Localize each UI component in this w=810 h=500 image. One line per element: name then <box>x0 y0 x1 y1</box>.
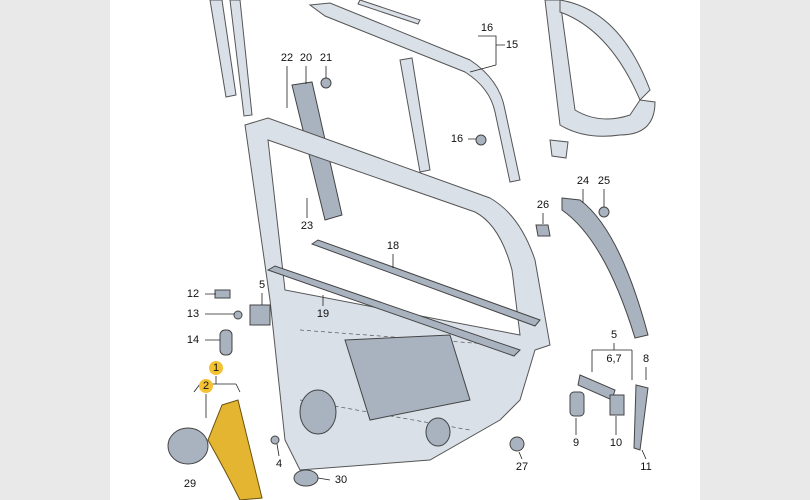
callout-12: 12 <box>187 288 199 300</box>
callout-11: 11 <box>640 461 651 473</box>
speaker-opening-small <box>425 417 451 447</box>
door-aperture <box>344 334 471 421</box>
pillar-trim <box>561 197 649 339</box>
callout-5: 5 <box>259 279 265 291</box>
callout-22: 22 <box>281 52 293 64</box>
callout-2: 2 <box>203 380 209 392</box>
seal-14 <box>219 329 233 356</box>
window-channels <box>209 0 656 183</box>
callout-21: 21 <box>320 52 332 64</box>
callout-29: 29 <box>184 478 196 490</box>
callout-19: 19 <box>317 308 329 320</box>
callout-15: 15 <box>506 39 518 51</box>
callout-1: 1 <box>213 362 219 374</box>
callout-26: 26 <box>537 199 549 211</box>
callout-24: 24 <box>577 175 589 187</box>
highlight-1 <box>209 361 223 375</box>
callout-18: 18 <box>387 240 399 252</box>
callout-4: 4 <box>276 458 282 470</box>
callout-20: 20 <box>300 52 312 64</box>
callout-16: 16 <box>481 22 493 34</box>
callout-10: 10 <box>610 437 622 449</box>
callout-5b: 5 <box>611 329 617 341</box>
callout-9: 9 <box>573 437 579 449</box>
highlight-2 <box>199 379 213 393</box>
callout-30: 30 <box>335 474 347 486</box>
callout-16b: 16 <box>451 133 463 145</box>
callout-6-7: 6,7 <box>606 353 621 365</box>
door-shell <box>244 117 551 471</box>
callout-labels: 16 15 22 20 21 16 23 26 24 25 18 12 5 13… <box>184 22 652 490</box>
callout-25: 25 <box>598 175 610 187</box>
callout-8: 8 <box>643 353 649 365</box>
callout-14: 14 <box>187 334 199 346</box>
window-strip-outer <box>310 239 541 327</box>
window-regulator <box>207 399 263 500</box>
callout-13: 13 <box>187 308 199 320</box>
cover-cap <box>167 427 209 465</box>
window-strip-inner <box>266 265 521 357</box>
speaker-opening <box>299 389 337 435</box>
lock-part <box>249 304 271 326</box>
callout-23: 23 <box>301 220 313 232</box>
callout-27: 27 <box>516 461 528 473</box>
